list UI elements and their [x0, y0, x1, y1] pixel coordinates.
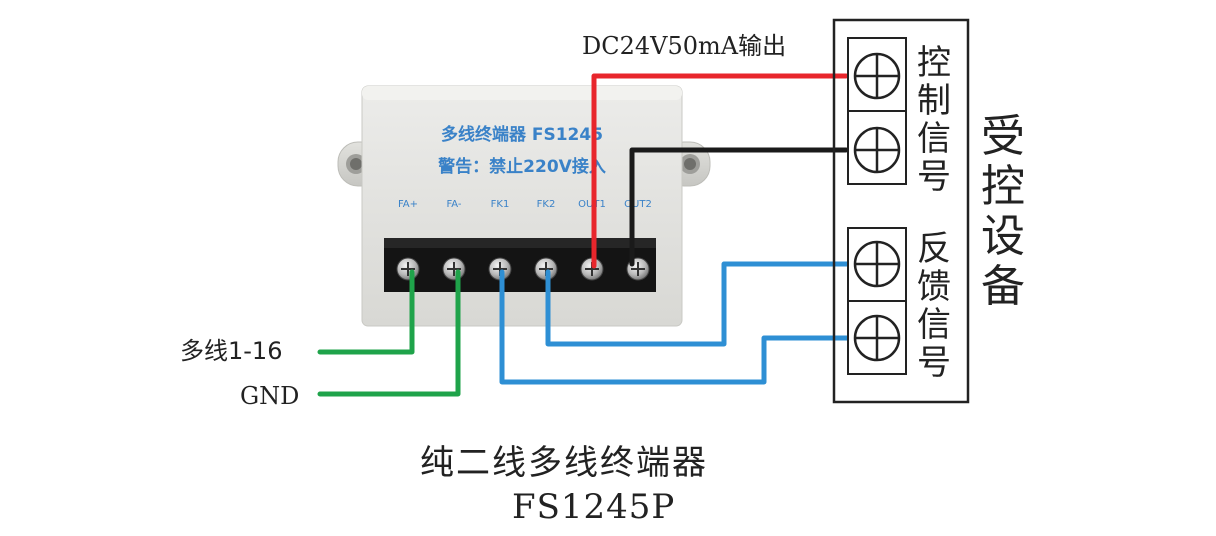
control-terminal-2	[853, 126, 901, 174]
green-wire-multi	[317, 269, 415, 355]
feedback-signal-char: 信	[917, 305, 951, 345]
caption-model: FS1245P	[512, 487, 676, 527]
control-signal-char: 制	[917, 81, 951, 121]
feedback-terminal-1	[853, 240, 901, 288]
terminal-label: OUT2	[624, 199, 652, 210]
feedback-signal-char: 号	[917, 343, 951, 383]
terminal-module: 多线终端器 FS1245 警告：禁止220V接入 FA+ FA- FK1 FK2 OUT…	[361, 85, 683, 327]
controlled-device-char: 受	[981, 111, 1025, 162]
terminal-label: FA-	[446, 199, 461, 210]
feedback-signal-char: 反	[917, 229, 951, 269]
terminal-screw-icon	[442, 257, 466, 281]
feedback-terminal-2	[853, 314, 901, 362]
output-label: DC24V50mA输出	[582, 32, 787, 60]
controlled-device-char: 备	[981, 261, 1025, 312]
controlled-device-char: 设	[981, 211, 1025, 262]
blue-wire-fk2	[545, 261, 855, 347]
black-wire	[629, 147, 849, 267]
module-title: 多线终端器 FS1245	[441, 124, 603, 145]
terminal-label: FA+	[398, 199, 418, 210]
multi-line-label: 多线1-16	[180, 337, 283, 365]
gnd-label: GND	[240, 382, 300, 410]
module-warning: 警告：禁止220V接入	[437, 156, 606, 177]
control-signal-char: 信	[917, 119, 951, 159]
control-signal-char: 控	[917, 43, 951, 83]
terminal-screw-icon	[396, 257, 420, 281]
control-terminal-1	[853, 52, 901, 100]
caption-title: 纯二线多线终端器	[420, 443, 708, 483]
green-wire-gnd	[317, 269, 461, 397]
terminal-block	[384, 246, 656, 292]
feedback-signal-char: 馈	[917, 267, 951, 307]
control-signal-label: 控 制 信 号	[914, 44, 954, 196]
feedback-signal-label: 反 馈 信 号	[914, 230, 954, 382]
terminal-screw-icon	[580, 257, 604, 281]
red-wire	[591, 73, 849, 269]
control-signal-char: 号	[917, 157, 951, 197]
controlled-device-label: 受 控 设 备	[976, 112, 1030, 312]
controlled-device-box	[832, 18, 970, 404]
controlled-device-char: 控	[981, 161, 1025, 212]
blue-wire-fk1	[499, 269, 855, 385]
terminal-label: FK2	[537, 199, 556, 210]
terminal-label: FK1	[491, 199, 510, 210]
